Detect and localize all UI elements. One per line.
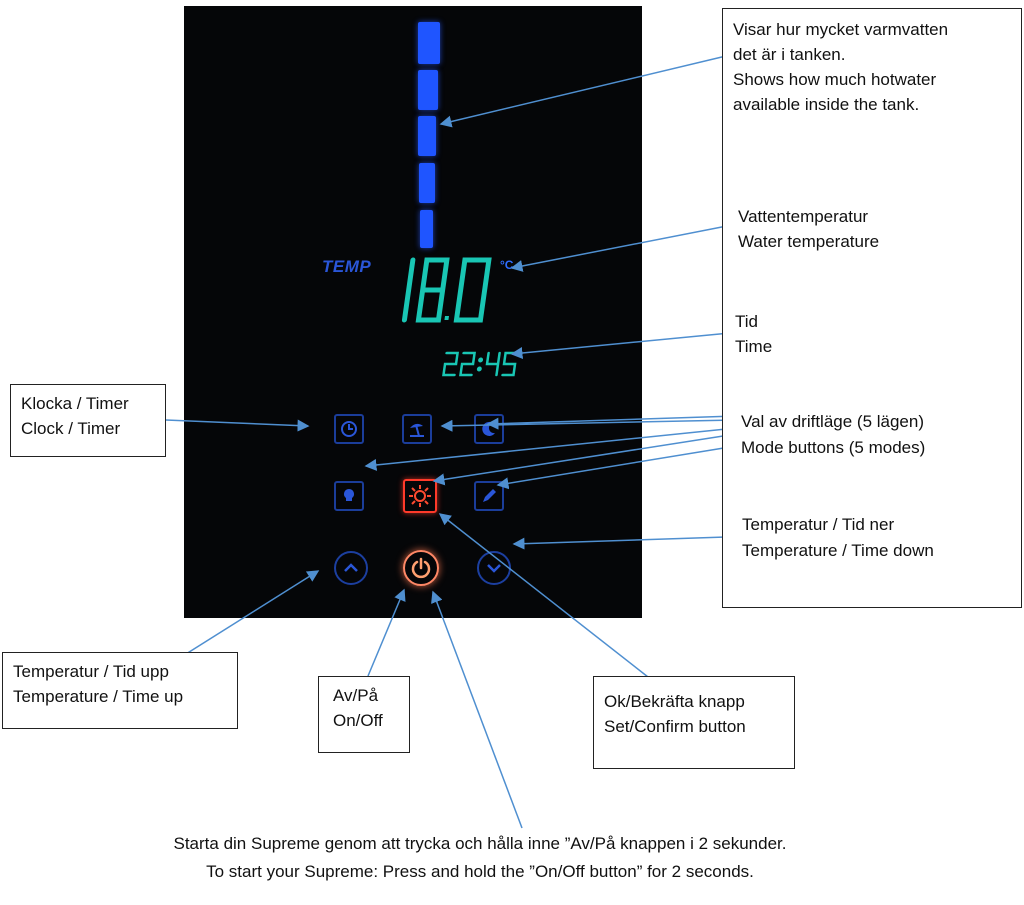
callout-clock-line: Klocka / Timer — [21, 394, 129, 413]
callout-water-temp-line: Water temperature — [738, 232, 880, 251]
callout-clock-line: Clock / Timer — [21, 419, 121, 438]
callout-ok-line: Set/Confirm button — [604, 717, 746, 736]
temp-label: TEMP — [322, 257, 372, 276]
control-panel — [184, 6, 642, 618]
callout-tank-line: available inside the tank. — [733, 95, 920, 114]
beach-umbrella-icon — [410, 423, 424, 437]
time-readout — [442, 351, 518, 377]
callout-power-line: On/Off — [333, 711, 383, 730]
vacation-mode-button[interactable] — [402, 414, 432, 444]
pen-icon — [483, 489, 496, 502]
tank-level-segment — [418, 70, 438, 110]
leader-tank — [439, 55, 727, 128]
chevron-up-icon — [344, 563, 358, 572]
leader-time — [510, 332, 731, 359]
bulb-icon — [344, 489, 354, 501]
callout-ok: Ok/Bekräfta knapp Set/Confirm button — [593, 676, 795, 769]
tank-level-segment — [418, 116, 436, 156]
leader-mode-2 — [440, 419, 737, 432]
callout-modes-line: Val av driftläge (5 lägen) — [741, 412, 925, 431]
callout-down-line: Temperature / Time down — [742, 541, 934, 560]
sun-icon — [409, 485, 431, 507]
callout-down: Temperatur / Tid ner Temperature / Time … — [742, 512, 934, 564]
tank-level-segment — [419, 163, 435, 203]
callout-down-line: Temperatur / Tid ner — [742, 515, 895, 534]
callout-tank: Visar hur mycket varmvatten det är i tan… — [722, 8, 1022, 608]
callout-time-line: Tid — [735, 312, 758, 331]
callout-power-line: Av/På — [333, 686, 379, 705]
leader-water-temp — [510, 224, 733, 272]
eco-mode-button[interactable] — [334, 481, 364, 511]
leader-mode-3 — [364, 427, 737, 471]
clock-timer-button[interactable] — [334, 414, 364, 444]
leader-ok — [438, 513, 649, 678]
leader-clock — [165, 419, 310, 432]
callout-ok-line: Ok/Bekräfta knapp — [604, 692, 745, 711]
up-button[interactable] — [334, 551, 368, 585]
footer-instruction-sv: Starta din Supreme genom att trycka och … — [173, 834, 787, 853]
callout-water-temp: Vattentemperatur Water temperature — [738, 204, 879, 254]
callout-tank-line: det är i tanken. — [733, 45, 846, 64]
footer-instruction-en: To start your Supreme: Press and hold th… — [206, 862, 754, 881]
leader-up — [185, 570, 320, 655]
callout-water-temp-line: Vattentemperatur — [738, 207, 869, 226]
leader-power — [367, 588, 406, 677]
tank-level-segment — [420, 210, 433, 248]
callout-clock: Klocka / Timer Clock / Timer — [10, 384, 166, 457]
temperature-readout — [401, 257, 492, 323]
callout-time: Tid Time — [735, 309, 772, 359]
clock-icon — [341, 421, 357, 437]
callout-up-line: Temperature / Time up — [13, 687, 184, 706]
leader-mode-5 — [496, 445, 737, 490]
leader-mode-1 — [486, 415, 737, 430]
power-icon — [411, 557, 431, 579]
power-button[interactable] — [403, 550, 439, 586]
callout-power: Av/På On/Off — [318, 676, 410, 753]
leader-down — [512, 536, 727, 550]
callout-modes-line: Mode buttons (5 modes) — [741, 438, 926, 457]
callout-modes: Val av driftläge (5 lägen) Mode buttons … — [741, 409, 925, 461]
callout-tank-line: Visar hur mycket varmvatten — [733, 20, 949, 39]
callout-up-line: Temperatur / Tid upp — [13, 662, 169, 681]
leader-mode-4 — [432, 433, 737, 486]
leader-footer — [431, 590, 523, 829]
tank-level-segment — [418, 22, 440, 64]
callout-time-line: Time — [735, 337, 773, 356]
manual-mode-button[interactable] — [474, 481, 504, 511]
set-confirm-button[interactable] — [403, 479, 437, 513]
callout-up: Temperatur / Tid upp Temperature / Time … — [2, 652, 238, 729]
callout-tank-line: Shows how much hotwater — [733, 70, 937, 89]
chevron-down-icon — [487, 564, 501, 573]
temperature-unit: °C — [500, 258, 514, 272]
